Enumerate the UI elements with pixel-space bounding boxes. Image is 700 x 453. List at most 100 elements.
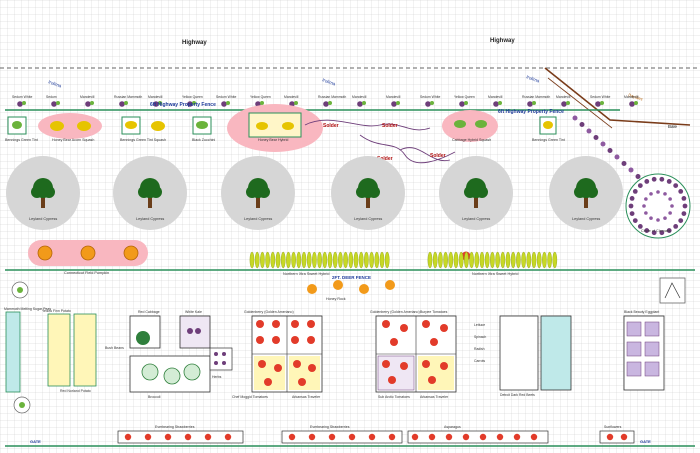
tomato bbox=[382, 320, 390, 328]
melon bbox=[307, 284, 317, 294]
tomato bbox=[400, 362, 408, 370]
berry bbox=[164, 433, 172, 441]
berry bbox=[606, 433, 614, 441]
clematis-plant bbox=[644, 179, 650, 184]
gate-left[interactable]: GATE bbox=[30, 439, 41, 444]
flower-leaf bbox=[124, 101, 128, 105]
tomato bbox=[400, 324, 408, 332]
tomato-label: Burpee Tomatoes bbox=[420, 310, 448, 314]
road-tags: Irolima Irolima Irolima bbox=[48, 74, 541, 88]
corn-plant bbox=[275, 251, 281, 269]
potato-label: Red Norland Potato bbox=[60, 389, 91, 393]
driveway-diagonal: Daylilies Bale bbox=[544, 67, 691, 129]
bale-tag: Bale bbox=[668, 124, 678, 129]
lettuce-label: Radish bbox=[474, 347, 485, 351]
eggplant-bed: Black Beauty Eggplant bbox=[623, 310, 665, 391]
highway-label-left: Highway bbox=[182, 40, 207, 46]
flower-leaf bbox=[634, 101, 638, 105]
flower-row-label: Sedum White bbox=[590, 95, 610, 99]
berry bbox=[462, 433, 470, 441]
gate-right[interactable]: GATE bbox=[640, 439, 651, 444]
clematis-plant bbox=[678, 189, 684, 194]
clematis-plant bbox=[682, 203, 688, 209]
sugar-pea-label: Mammoth Melting Sugar Peas bbox=[4, 307, 51, 311]
squash-plant bbox=[282, 122, 294, 130]
berry bbox=[348, 433, 356, 441]
berry bbox=[479, 433, 487, 441]
squash-plant bbox=[475, 120, 487, 128]
berry bbox=[428, 433, 436, 441]
tomato bbox=[307, 320, 315, 328]
diagonal-flower bbox=[600, 141, 606, 147]
flower-row-label: Mandevill bbox=[488, 95, 503, 99]
vine-label: Solder bbox=[377, 156, 393, 162]
corn-plant bbox=[484, 251, 490, 269]
squash-label: Bennings Green Tint Squash bbox=[120, 138, 166, 142]
lettuce-label: Spinach bbox=[474, 335, 486, 339]
squash-plant bbox=[50, 121, 64, 131]
clematis-label: Circle of Clematis bbox=[641, 229, 671, 233]
squash-row: Bennings Green Tint Honey Bear Acorn Squ… bbox=[5, 104, 565, 152]
tree-trunk bbox=[41, 194, 45, 208]
tree-icon bbox=[574, 186, 586, 198]
squash-plant bbox=[77, 121, 91, 131]
pumpkin bbox=[123, 245, 139, 261]
tree-trunk bbox=[148, 194, 152, 208]
tomato-label: Goldenberry (Golden Ameriano) bbox=[370, 310, 420, 314]
clematis-plant bbox=[666, 179, 672, 184]
tomato bbox=[272, 336, 280, 344]
berry bbox=[388, 433, 396, 441]
berry bbox=[445, 433, 453, 441]
corn-plant bbox=[479, 251, 485, 269]
flower-leaf bbox=[532, 101, 536, 105]
tree-label: Leyland Cypress bbox=[462, 217, 490, 221]
clematis-plant bbox=[629, 195, 635, 201]
flower-row-label: Sedum bbox=[46, 95, 57, 99]
brassica-label: Bush Beans bbox=[105, 346, 124, 350]
corn-plant bbox=[353, 251, 359, 269]
flower-plant bbox=[119, 101, 125, 107]
flower-plant bbox=[629, 101, 635, 107]
berry bbox=[530, 433, 538, 441]
clematis-plant bbox=[656, 190, 660, 194]
corn-plant bbox=[384, 251, 390, 269]
flower-row-label: Mandevill bbox=[624, 95, 639, 99]
corn-plant bbox=[306, 251, 312, 269]
corn-plant bbox=[552, 251, 558, 269]
melon bbox=[359, 284, 369, 294]
flower-leaf bbox=[90, 101, 94, 105]
flower-leaf bbox=[362, 101, 366, 105]
tomato bbox=[291, 320, 299, 328]
corn-plant bbox=[332, 251, 338, 269]
corn-plant bbox=[379, 251, 385, 269]
tree-icon bbox=[246, 186, 258, 198]
melon-row: Honey Rock bbox=[307, 280, 395, 301]
diagonal-flower bbox=[621, 161, 627, 166]
clematis-plant bbox=[666, 228, 672, 233]
lettuce-bed: Lettuce Spinach Radish Carrots Detroit D… bbox=[474, 315, 572, 397]
corn-plant bbox=[343, 251, 348, 269]
flower-plant bbox=[221, 101, 227, 107]
road-tag-b: Irolima bbox=[322, 77, 337, 86]
pumpkin bbox=[37, 245, 53, 261]
flower-leaf bbox=[566, 101, 570, 105]
corn-plant bbox=[464, 251, 469, 269]
berry bbox=[368, 433, 376, 441]
fence-label-right: 6ft Highway Property Fence bbox=[498, 109, 564, 115]
berry bbox=[204, 433, 212, 441]
melon-label: Honey Rock bbox=[326, 297, 346, 301]
top-property-fence: 6ft Highway Property Fence 6ft Highway P… bbox=[5, 102, 620, 115]
strawberry-row: Everbearing Strawberries Everbearing Str… bbox=[117, 425, 635, 444]
corn-plant bbox=[521, 251, 526, 269]
diagonal-flower bbox=[628, 167, 634, 173]
tomato bbox=[298, 378, 306, 386]
clematis-plant bbox=[644, 197, 648, 201]
flower-leaf bbox=[22, 101, 26, 105]
tomato bbox=[390, 338, 398, 346]
corn-plant bbox=[432, 251, 438, 269]
berry bbox=[620, 433, 628, 441]
vine-paths: Solder Solder Solder Solder bbox=[304, 119, 456, 164]
berry bbox=[144, 433, 152, 441]
berry bbox=[513, 433, 521, 441]
